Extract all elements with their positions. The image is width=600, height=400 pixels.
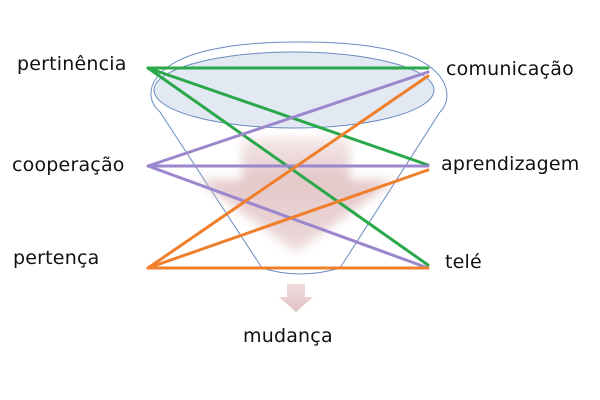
edge-cooperacao-to-tele <box>146 164 430 270</box>
node-label-comunicacao: comunicação <box>446 58 574 80</box>
node-label-tele: telé <box>445 251 482 273</box>
edge-pertenca-to-aprendizagem <box>146 168 430 270</box>
edge-pertenca-to-comunicacao <box>146 74 430 270</box>
node-label-pertenca: pertença <box>13 247 100 269</box>
node-label-pertinencia: pertinência <box>17 53 127 75</box>
edge-cooperacao-to-comunicacao <box>146 70 430 168</box>
edge-group <box>146 66 430 270</box>
funnel-outline <box>150 41 448 275</box>
node-label-cooperacao: cooperação <box>12 154 125 176</box>
edge-pertinencia-to-aprendizagem <box>146 66 430 167</box>
output-label-mudanca: mudança <box>243 325 333 347</box>
output-arrow-icon <box>279 284 313 312</box>
node-label-aprendizagem: aprendizagem <box>441 153 580 175</box>
funnel-mouth-ellipse <box>153 51 435 129</box>
